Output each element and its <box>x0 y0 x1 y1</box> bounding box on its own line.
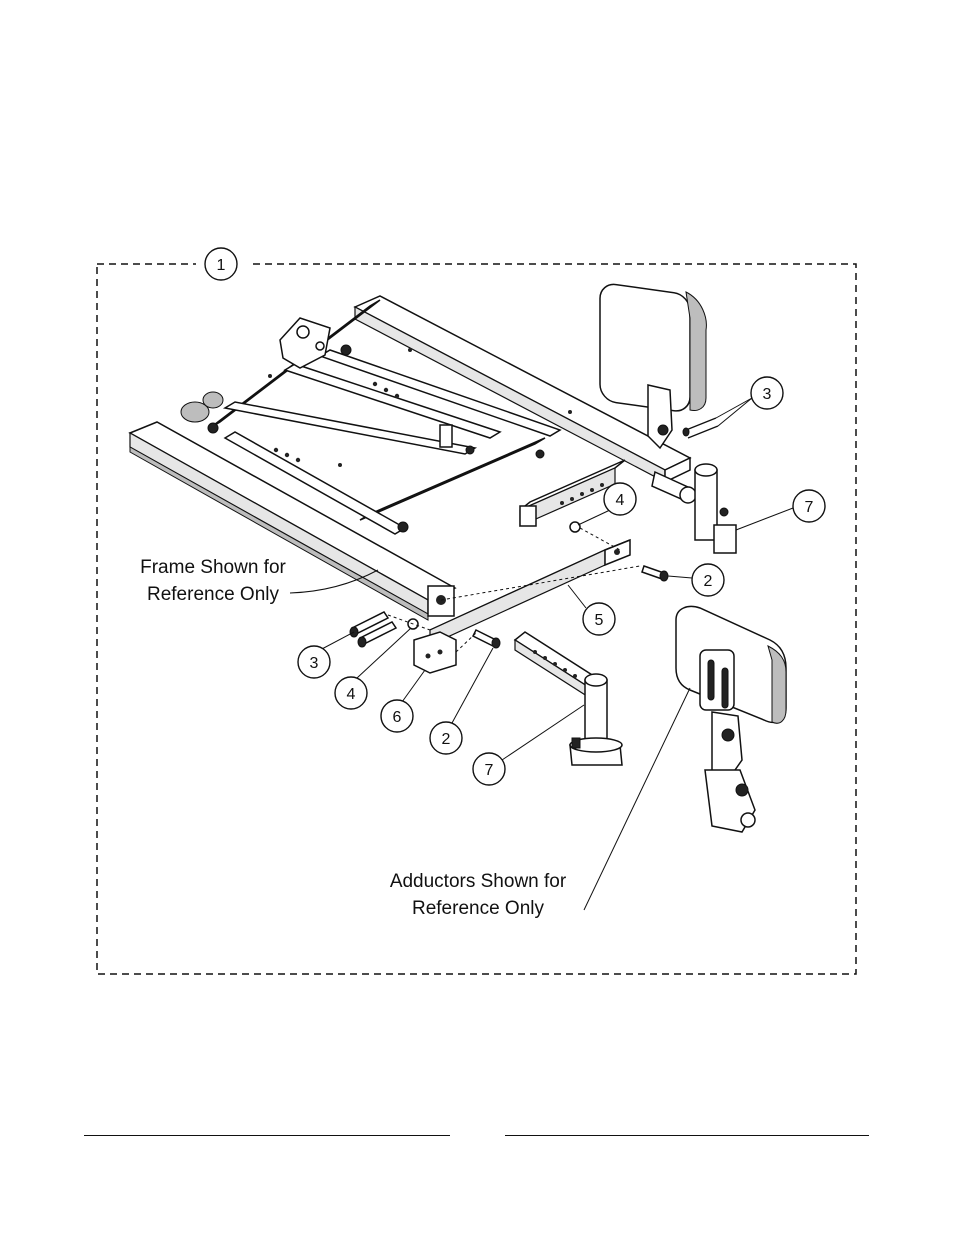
svg-text:Reference Only: Reference Only <box>412 898 545 919</box>
frame-drawing <box>128 295 692 621</box>
callout-3-upper: 3 <box>715 376 784 427</box>
callout-4-lower: 4 <box>334 627 412 710</box>
alignment-lines <box>387 527 641 653</box>
svg-text:1: 1 <box>217 257 226 274</box>
svg-text:Reference Only: Reference Only <box>147 584 280 605</box>
screws-3-upper <box>682 417 719 439</box>
callout-3-lower: 3 <box>297 631 355 679</box>
frame-reference-note: Frame Shown for Reference Only <box>140 557 379 605</box>
footer-rule-left <box>84 1135 450 1136</box>
svg-text:6: 6 <box>393 709 402 726</box>
svg-text:4: 4 <box>347 686 356 703</box>
svg-text:2: 2 <box>704 573 713 590</box>
callout-1: 1 <box>204 247 238 281</box>
callout-7-lower: 7 <box>472 704 585 786</box>
callout-7-upper: 7 <box>735 489 826 531</box>
svg-text:7: 7 <box>805 499 814 516</box>
bolt-2-lower <box>471 628 501 649</box>
screws-3-lower <box>349 611 398 648</box>
callout-5: 5 <box>567 584 616 636</box>
nut-4-upper <box>569 521 581 533</box>
svg-text:5: 5 <box>595 612 604 629</box>
callout-4-upper: 4 <box>577 482 637 526</box>
callout-6: 6 <box>380 669 426 733</box>
upper-telescoping-bar <box>519 459 697 527</box>
lower-adductor-mount <box>513 631 623 766</box>
bolt-2-upper <box>641 565 669 582</box>
upper-adductor <box>599 283 737 554</box>
callout-2-upper: 2 <box>667 563 725 597</box>
svg-text:3: 3 <box>763 386 772 403</box>
footer-rule-right <box>505 1135 869 1136</box>
svg-text:7: 7 <box>485 762 494 779</box>
lower-adductor <box>675 605 787 833</box>
svg-text:3: 3 <box>310 655 319 672</box>
svg-text:2: 2 <box>442 731 451 748</box>
svg-text:4: 4 <box>616 492 625 509</box>
plate-part-6 <box>413 631 457 674</box>
callout-2-lower: 2 <box>429 647 494 755</box>
assembly-boundary <box>96 263 857 975</box>
svg-text:Adductors Shown for: Adductors Shown for <box>390 871 567 892</box>
adductor-reference-note: Adductors Shown for Reference Only <box>390 687 691 919</box>
svg-text:Frame Shown for: Frame Shown for <box>140 557 286 578</box>
